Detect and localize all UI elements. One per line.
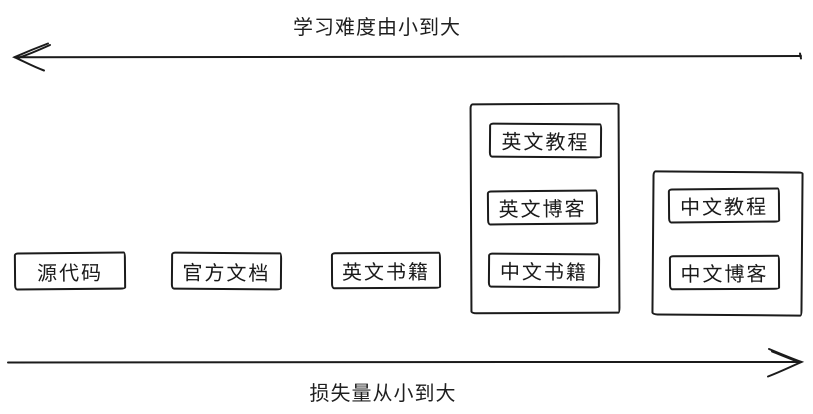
box-chinese-books-label: 中文书籍	[499, 261, 589, 285]
box-chinese-books: 中文书籍	[487, 252, 601, 289]
difficulty-axis-arrow-left-icon	[12, 42, 802, 72]
box-english-tutorials-label: 英文教程	[501, 131, 590, 155]
box-english-blogs: 英文博客	[486, 189, 599, 226]
box-english-books-label: 英文书籍	[341, 261, 431, 285]
box-chinese-blogs-label: 中文博客	[680, 263, 769, 287]
box-english-blogs-label: 英文博客	[498, 198, 587, 222]
box-official-docs: 官方文档	[170, 251, 283, 291]
box-source-code-label: 源代码	[36, 262, 104, 285]
difficulty-axis-label: 学习难度由小到大	[293, 17, 461, 39]
box-chinese-tutorials: 中文教程	[667, 187, 781, 224]
box-english-tutorials: 英文教程	[488, 122, 603, 159]
box-official-docs-label: 官方文档	[182, 262, 271, 285]
box-english-books: 英文书籍	[330, 251, 442, 290]
box-source-code: 源代码	[13, 251, 127, 291]
loss-axis-label: 损失量从小到大	[309, 383, 457, 405]
box-chinese-blogs: 中文博客	[668, 254, 781, 291]
loss-axis-arrow-right-icon	[7, 348, 805, 378]
box-chinese-tutorials-label: 中文教程	[679, 196, 769, 220]
